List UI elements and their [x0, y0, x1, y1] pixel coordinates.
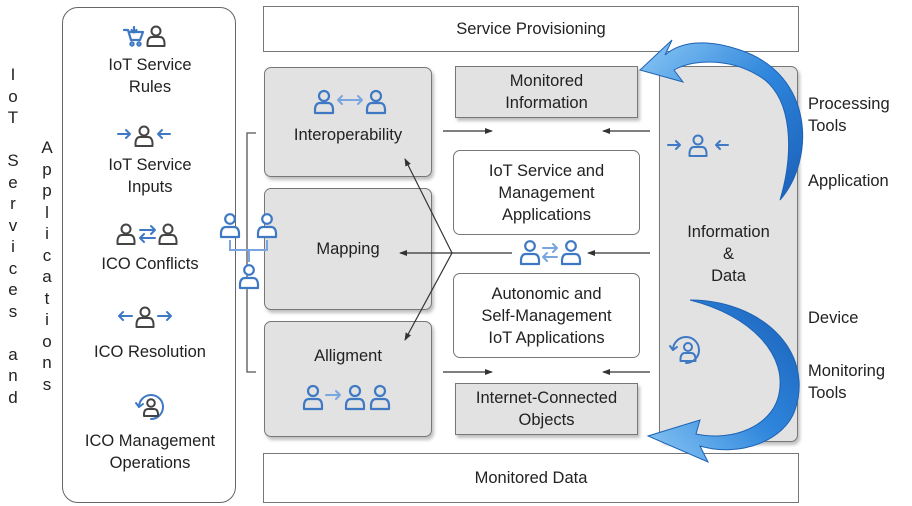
vertical-letter: i	[45, 224, 49, 243]
processing-tools-label: Processing Tools	[808, 95, 890, 135]
vertical-letter: n	[42, 353, 52, 372]
vertical-letter: l	[45, 202, 49, 222]
vertical-letter: s	[8, 301, 18, 321]
vertical-letter: r	[10, 194, 16, 213]
vertical-letter: v	[8, 215, 18, 235]
internet-connected-objects-label: Internet-Connected Objects	[475, 389, 618, 429]
vertical-letter: A	[41, 138, 53, 157]
autonomic-apps-label: Autonomic and Self-Management IoT Applic…	[481, 284, 612, 347]
vertical-letter: p	[42, 159, 52, 179]
user-arrows-out-icon	[118, 306, 172, 328]
cart-user-icon	[122, 25, 166, 47]
vertical-letter: e	[8, 280, 18, 299]
vertical-letter: n	[8, 366, 18, 385]
vertical-letter: T	[7, 108, 19, 127]
interoperability-label: Interoperability	[293, 126, 403, 144]
alligment-box: Alligment	[264, 321, 432, 437]
device-label: Device	[808, 309, 859, 327]
user-cycle-icon	[135, 394, 164, 420]
vertical-letter: o	[42, 331, 52, 351]
mapping-label: Mapping	[316, 240, 380, 258]
vertical-letter: S	[7, 151, 19, 170]
user-hierarchy-icon	[219, 213, 278, 290]
vertical-letter: i	[11, 237, 15, 256]
vertical-letter: t	[44, 288, 50, 308]
vertical-letter: e	[8, 172, 18, 192]
monitoring-tools-label: Monitoring Tools	[808, 362, 886, 402]
left-item-ico-conflicts: ICO Conflicts	[101, 255, 199, 273]
left-panel: IoT Service Rules IoT Service Inputs ICO…	[62, 7, 236, 503]
monitored-information-box: Monitored Information	[455, 66, 638, 118]
monitored-information-label: Monitored Information	[505, 72, 588, 112]
left-item-ico-management-operations: ICO Management Operations	[84, 432, 216, 472]
left-item-iot-service-inputs: IoT Service Inputs	[108, 156, 192, 196]
processing-user-icon	[667, 134, 729, 157]
monitored-data-box: Monitored Data	[263, 453, 799, 503]
autonomic-apps-box: Autonomic and Self-Management IoT Applic…	[453, 273, 640, 358]
mapping-box: Mapping	[264, 188, 432, 310]
service-provisioning-label: Service Provisioning	[456, 20, 606, 38]
left-item-iot-service-rules: IoT Service Rules	[108, 56, 192, 96]
interoperability-box: Interoperability	[264, 67, 432, 177]
vertical-letter: a	[42, 267, 52, 286]
information-data-label: Information & Data	[687, 223, 770, 285]
user-to-users-icon	[302, 384, 391, 411]
monitoring-user-icon	[669, 336, 700, 364]
alligment-label: Alligment	[314, 347, 382, 365]
users-exchange-icon	[519, 240, 582, 266]
left-item-ico-resolution: ICO Resolution	[94, 343, 206, 361]
vertical-letter: s	[42, 374, 52, 394]
internet-connected-objects-box: Internet-Connected Objects	[455, 383, 638, 435]
vertical-letter: i	[45, 310, 49, 329]
vertical-letter: d	[8, 387, 18, 407]
vertical-letter: c	[8, 258, 18, 278]
user-arrows-in-icon	[117, 125, 171, 147]
application-label: Application	[808, 172, 889, 190]
iot-service-management-apps-label: IoT Service and Management Applications	[488, 161, 605, 224]
vertical-letter: a	[8, 344, 18, 364]
users-conflict-icon	[116, 223, 178, 245]
monitored-data-label: Monitored Data	[474, 469, 588, 487]
top-cycle-arrow	[639, 39, 804, 201]
users-link-icon	[313, 89, 387, 115]
vertical-letter: c	[42, 245, 52, 265]
vertical-letter: p	[42, 181, 52, 200]
vertical-letter: I	[10, 65, 16, 84]
iot-service-management-apps-box: IoT Service and Management Applications	[453, 150, 640, 235]
bottom-cycle-arrow	[646, 299, 800, 464]
vertical-letter: o	[8, 86, 18, 106]
information-data-box: Information & Data	[659, 66, 798, 442]
